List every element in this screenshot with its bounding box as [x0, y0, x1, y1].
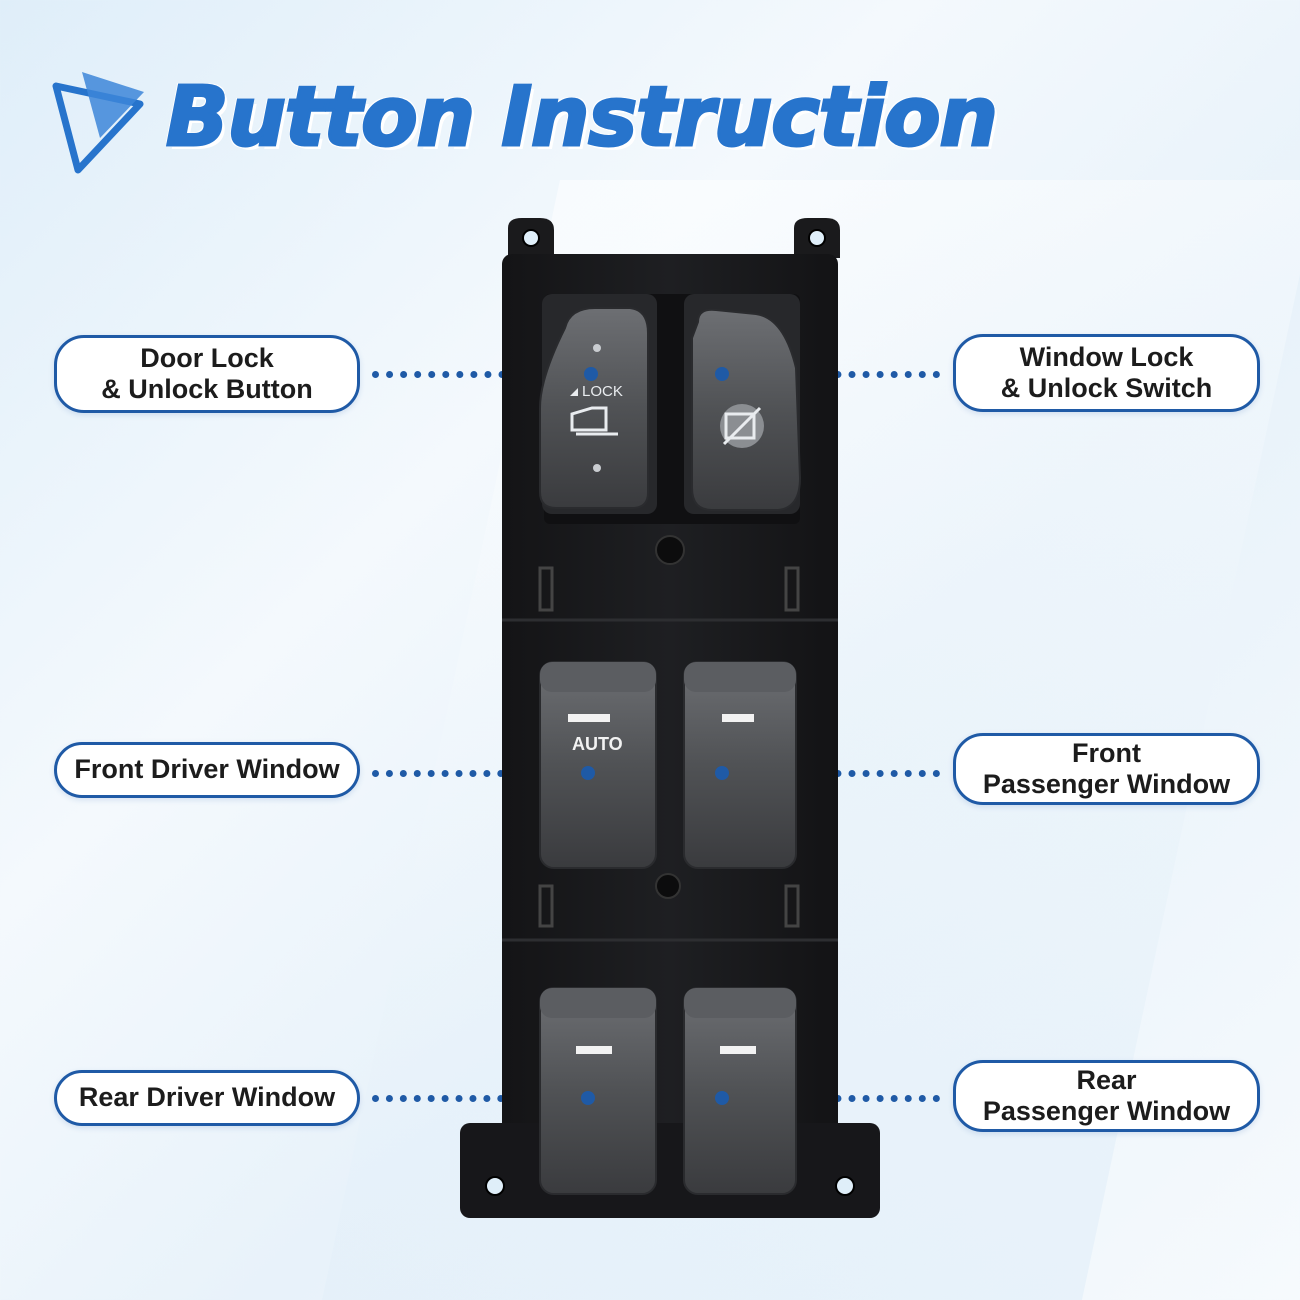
- rear-passenger-window-switch[interactable]: [683, 987, 797, 1195]
- front-driver-pointer-dot: [581, 766, 595, 780]
- rear-driver-leader: [372, 1095, 588, 1102]
- rear-passenger-window-label: Rear Passenger Window: [953, 1060, 1260, 1132]
- door-lock-leader: [372, 371, 590, 378]
- front-driver-window-switch[interactable]: AUTO: [539, 661, 657, 869]
- window-lock-label: Window Lock & Unlock Switch: [953, 334, 1260, 412]
- rear-passenger-pointer-dot: [715, 1091, 729, 1105]
- window-lock-crossed-icon: [720, 404, 764, 448]
- bottom-mounting-flange: [460, 1123, 880, 1218]
- front-passenger-pointer-dot: [715, 766, 729, 780]
- front-driver-window-label: Front Driver Window: [54, 742, 360, 798]
- window-lock-pointer-dot: [715, 367, 729, 381]
- front-driver-leader: [372, 770, 588, 777]
- lock-text: LOCK: [582, 383, 623, 400]
- rear-driver-window-label: Rear Driver Window: [54, 1070, 360, 1126]
- door-lock-label: Door Lock & Unlock Button: [54, 335, 360, 413]
- play-triangle-icon: [52, 72, 144, 174]
- auto-text: AUTO: [572, 734, 623, 754]
- door-lock-button[interactable]: LOCK: [539, 307, 649, 509]
- window-switch-device: LOCK AUTO: [460, 218, 880, 1218]
- car-door-key-icon: [570, 406, 618, 436]
- window-lock-button[interactable]: [691, 308, 802, 511]
- rear-driver-window-switch[interactable]: [539, 987, 657, 1195]
- door-lock-pointer-dot: [584, 367, 598, 381]
- front-passenger-window-switch[interactable]: [683, 661, 797, 869]
- front-passenger-window-label: Front Passenger Window: [953, 733, 1260, 805]
- top-mounting-tabs: [508, 218, 840, 258]
- rear-driver-pointer-dot: [581, 1091, 595, 1105]
- page-title: Button Instruction: [165, 69, 1000, 167]
